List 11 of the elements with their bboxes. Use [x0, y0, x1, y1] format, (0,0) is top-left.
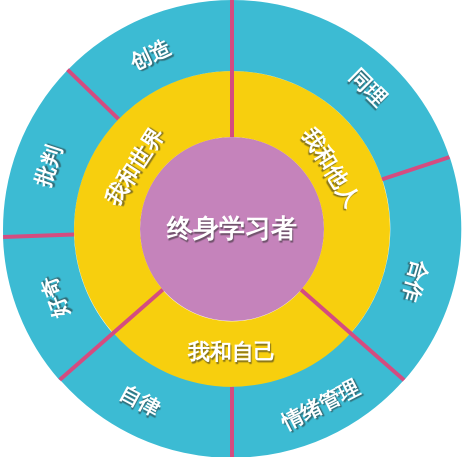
segment-label: 批判 — [32, 142, 66, 190]
segment-label: 同理 — [346, 66, 390, 110]
segment-label: 我和自己 — [188, 342, 276, 364]
segment-label: 自律 — [116, 382, 164, 420]
segment-label: 好奇 — [37, 274, 72, 320]
segment-label: 我和他人 — [298, 124, 363, 211]
center-label: 终身学习者 — [167, 216, 297, 242]
segment-label: 情绪管理 — [279, 376, 364, 433]
segment-label: 我和世界 — [103, 124, 170, 210]
segment-label: 合作 — [398, 258, 430, 304]
segment-label: 创造 — [127, 36, 174, 74]
